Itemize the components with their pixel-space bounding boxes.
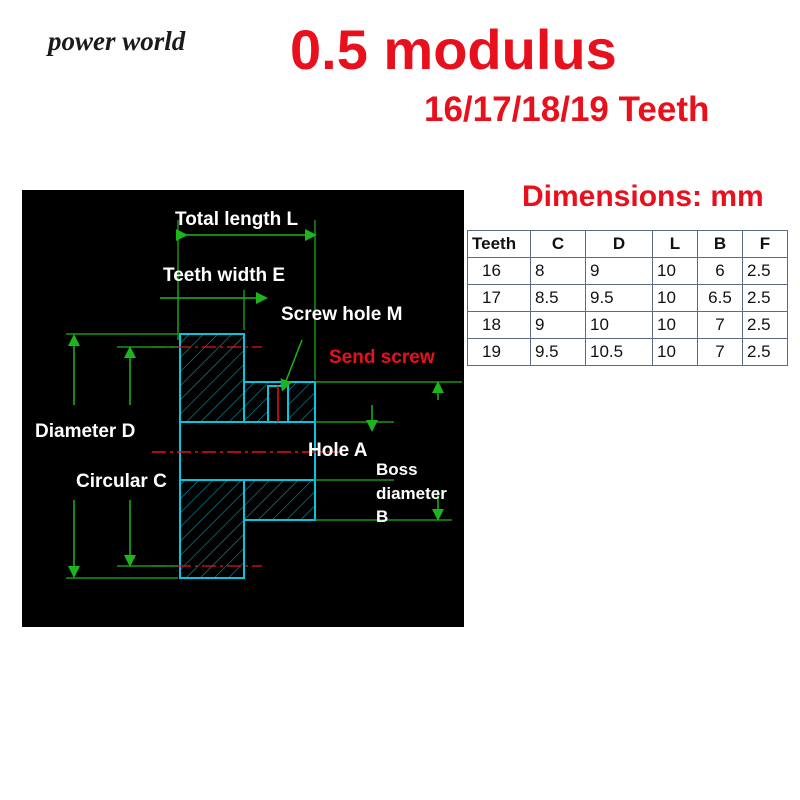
table-cell: 16 <box>467 257 531 285</box>
table-cell: 2.5 <box>742 257 788 285</box>
table-cell: 18 <box>467 311 531 339</box>
table-header-row: Teeth C D L B F <box>467 230 788 258</box>
brand-name: power world <box>48 26 186 56</box>
circular-label: Circular C <box>76 471 167 492</box>
set-screw-label: Send screw <box>329 347 435 368</box>
table-row: 18 9 10 10 7 2.5 <box>467 311 788 339</box>
gear-drawing-svg <box>66 220 462 579</box>
table-cell: 19 <box>467 338 531 366</box>
total-length-label: Total length L <box>175 209 299 230</box>
column-header: Teeth <box>467 230 531 258</box>
table-cell: 10 <box>652 284 698 312</box>
table-cell: 9 <box>585 257 653 285</box>
page-subtitle: 16/17/18/19 Teeth <box>424 90 710 129</box>
column-header: L <box>652 230 698 258</box>
table-cell: 17 <box>467 284 531 312</box>
table-row: 17 8.5 9.5 10 6.5 2.5 <box>467 284 788 312</box>
boss-letter-label: B <box>376 507 389 526</box>
table-cell: 6.5 <box>697 284 743 312</box>
table-cell: 10 <box>652 257 698 285</box>
boss-label: Boss <box>376 460 418 479</box>
screw-hole-label: Screw hole M <box>281 304 403 325</box>
table-cell: 10 <box>585 311 653 339</box>
column-header: F <box>742 230 788 258</box>
column-header: C <box>530 230 586 258</box>
dimensions-table: Teeth C D L B F 16 8 9 10 6 2.5 17 8.5 9… <box>467 230 788 366</box>
table-cell: 8 <box>530 257 586 285</box>
table-cell: 10.5 <box>585 338 653 366</box>
table-cell: 6 <box>697 257 743 285</box>
table-cell: 2.5 <box>742 338 788 366</box>
boss-diameter-label: diameter <box>376 484 447 503</box>
table-row: 16 8 9 10 6 2.5 <box>467 257 788 285</box>
table-cell: 9.5 <box>530 338 586 366</box>
teeth-width-label: Teeth width E <box>163 265 286 286</box>
table-cell: 7 <box>697 338 743 366</box>
table-cell: 2.5 <box>742 311 788 339</box>
hole-label: Hole A <box>308 440 368 461</box>
column-header: B <box>697 230 743 258</box>
table-row: 19 9.5 10.5 10 7 2.5 <box>467 338 788 366</box>
bore-hole <box>179 421 316 481</box>
column-header: D <box>585 230 653 258</box>
table-cell: 2.5 <box>742 284 788 312</box>
table-cell: 10 <box>652 311 698 339</box>
diameter-label: Diameter D <box>35 421 136 442</box>
page-title: 0.5 modulus <box>290 18 617 81</box>
table-cell: 9 <box>530 311 586 339</box>
gear-technical-drawing: Total length L Teeth width E Screw hole … <box>22 190 464 627</box>
dimensions-unit-label: Dimensions: mm <box>522 180 764 213</box>
table-cell: 9.5 <box>585 284 653 312</box>
table-cell: 8.5 <box>530 284 586 312</box>
table-cell: 10 <box>652 338 698 366</box>
table-cell: 7 <box>697 311 743 339</box>
